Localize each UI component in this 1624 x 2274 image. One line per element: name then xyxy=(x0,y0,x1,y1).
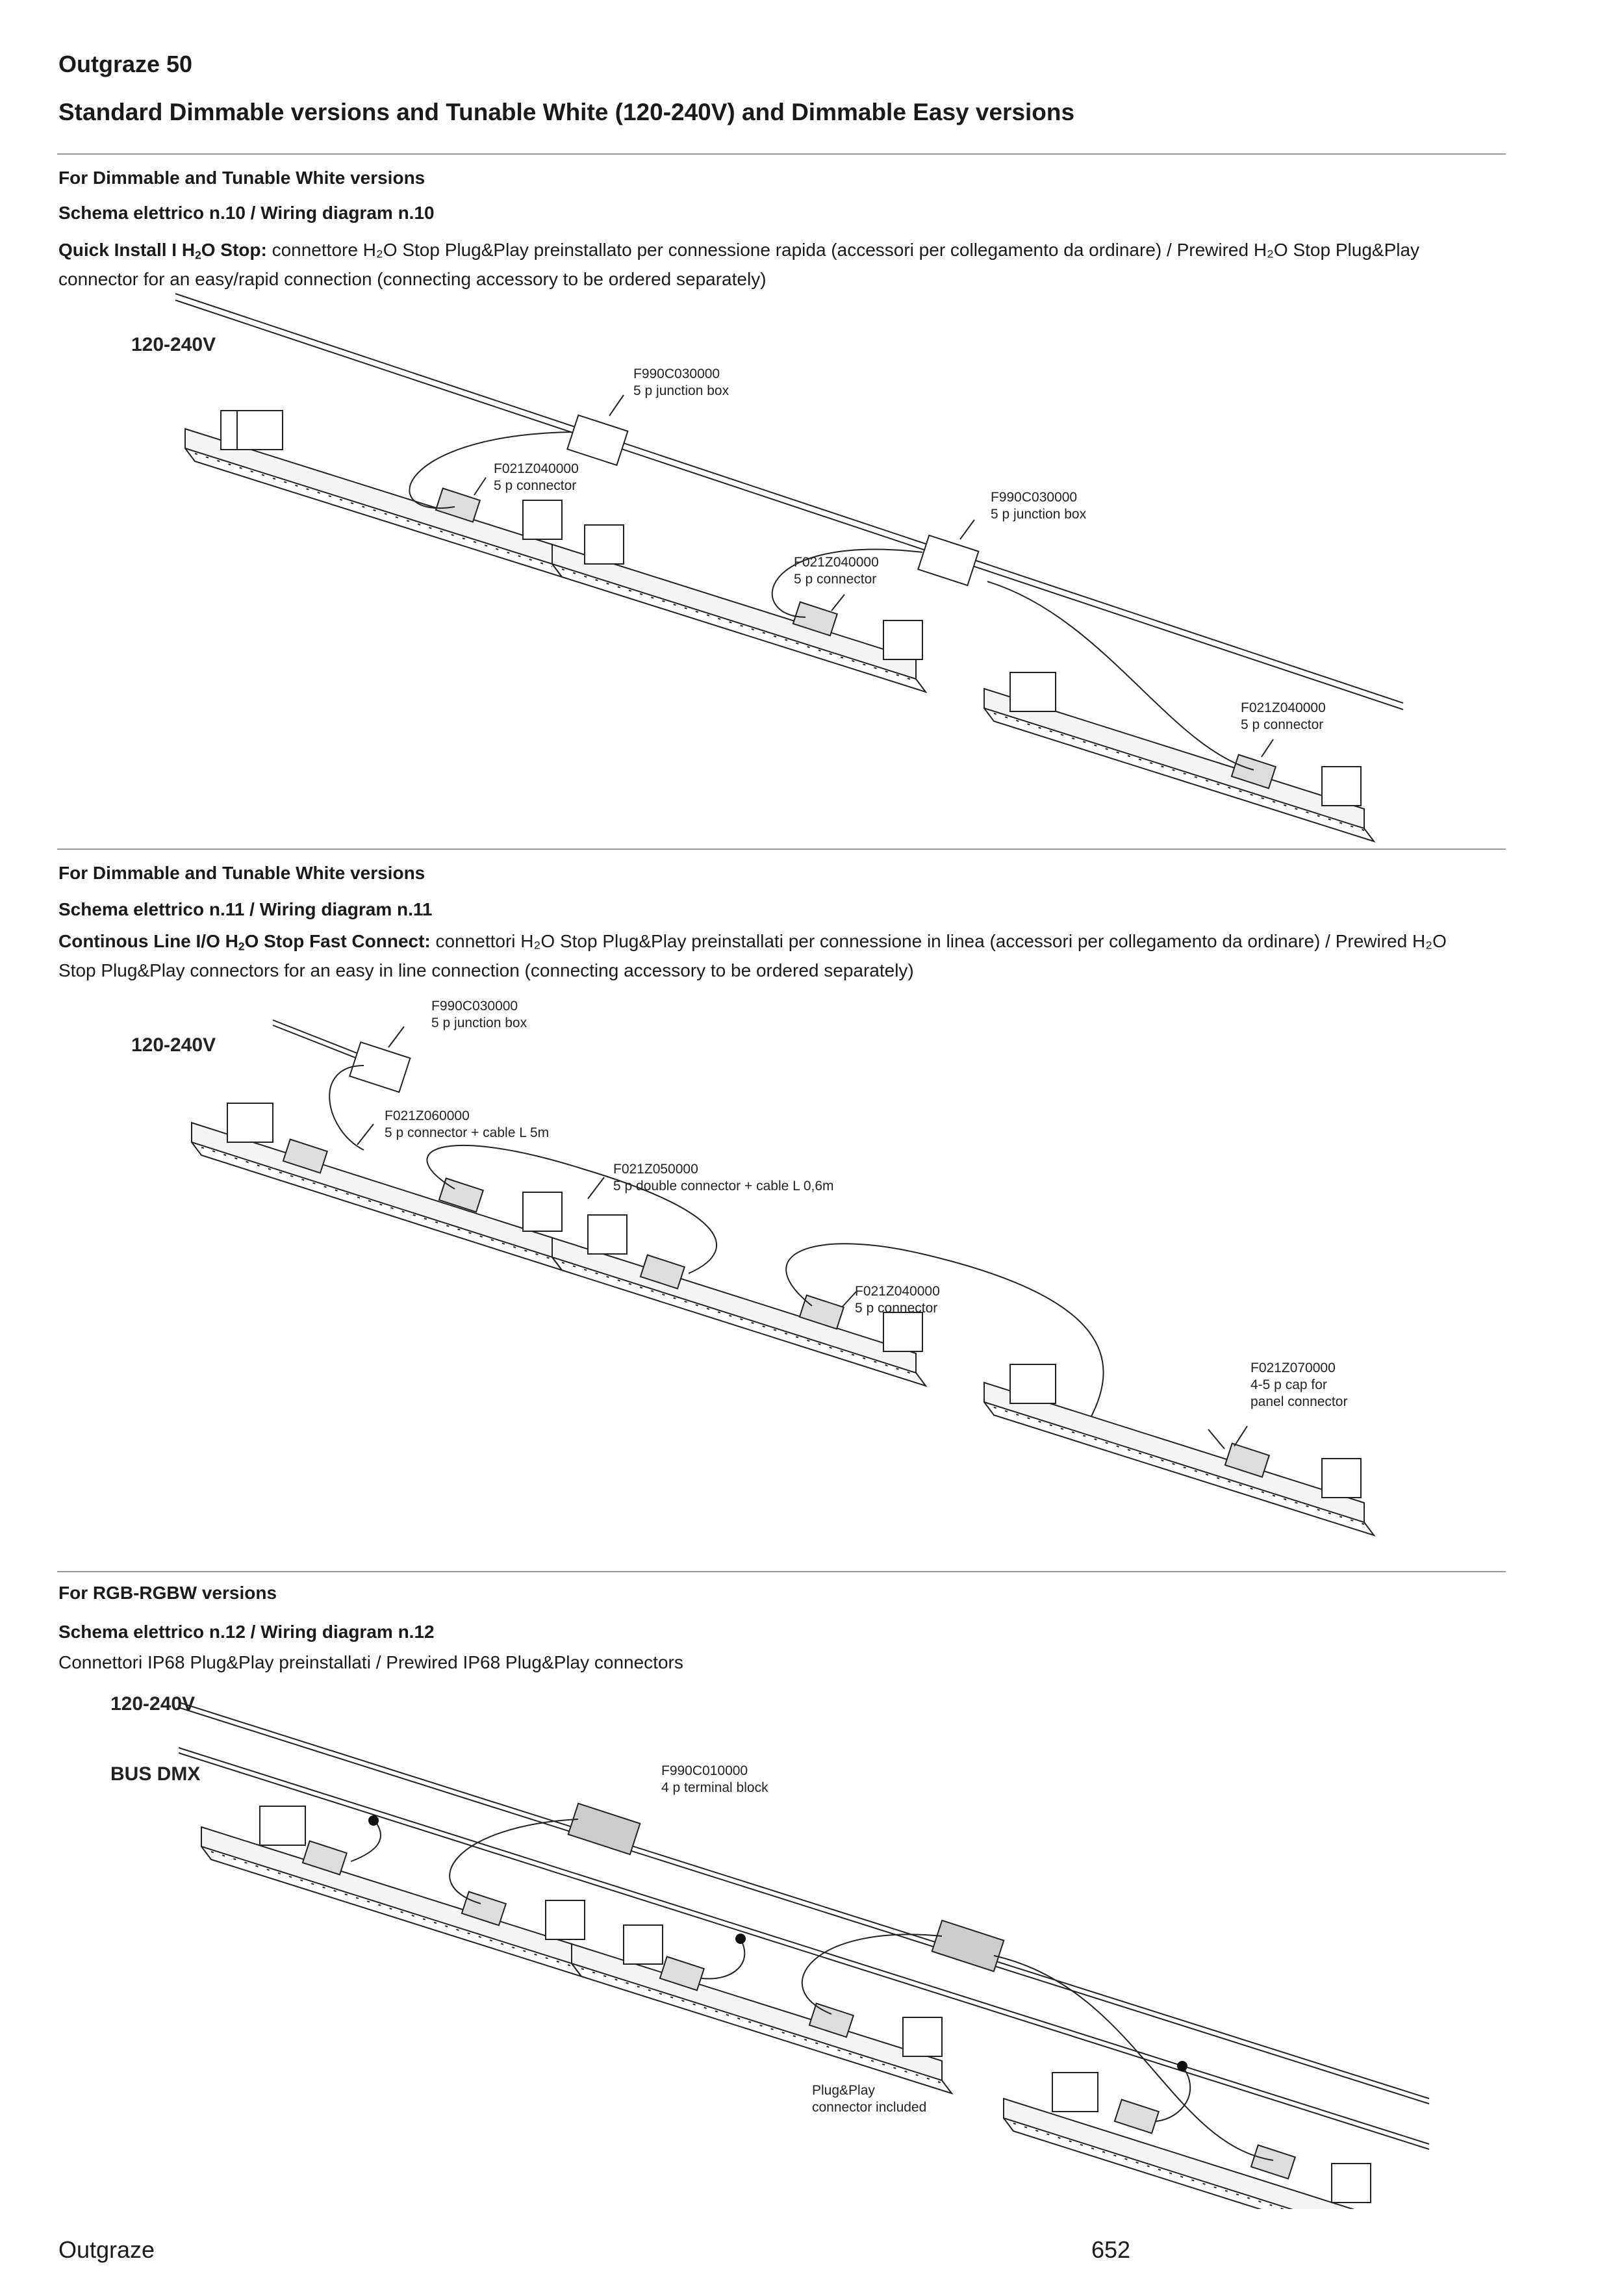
label-text: 4-5 p cap for xyxy=(1250,1377,1327,1392)
label-code: Plug&Play xyxy=(812,2083,875,2098)
wiring-diagram-11: 120-240V F990C030000 5 p junction box F0… xyxy=(131,999,1376,1537)
label-code: F021Z040000 xyxy=(855,1284,940,1299)
label-text: 5 p connector xyxy=(1241,717,1323,732)
voltage-label: 120-240V xyxy=(110,1693,195,1715)
page-number: 652 xyxy=(1091,2236,1131,2263)
page-title: Standard Dimmable versions and Tunable W… xyxy=(58,99,1075,125)
label-code: F990C030000 xyxy=(633,366,720,381)
label-code: F990C030000 xyxy=(431,999,518,1014)
bus-label: BUS DMX xyxy=(110,1763,200,1785)
label-text: 4 p terminal block xyxy=(661,1780,768,1795)
section-heading: For Dimmable and Tunable White versions xyxy=(58,863,425,883)
label-text: 5 p connector xyxy=(794,572,876,587)
label-text: connector included xyxy=(812,2100,926,2115)
label-text: 5 p junction box xyxy=(431,1016,527,1030)
label-code: F021Z040000 xyxy=(494,461,579,476)
voltage-label: 120-240V xyxy=(131,1034,216,1056)
diagram-title: Schema elettrico n.10 / Wiring diagram n… xyxy=(58,203,435,223)
label-code: F021Z060000 xyxy=(385,1108,470,1123)
label-text: 5 p junction box xyxy=(633,383,730,398)
diagram-description: Continous Line I/O H2O Stop Fast Connect… xyxy=(58,931,1447,981)
label-code: F021Z040000 xyxy=(794,555,879,570)
voltage-label: 120-240V xyxy=(131,334,216,355)
label-code: F021Z050000 xyxy=(613,1162,698,1177)
label-code: F021Z040000 xyxy=(1241,700,1326,715)
divider xyxy=(57,153,1506,155)
divider xyxy=(57,849,1506,850)
divider xyxy=(57,1571,1506,1572)
diagram-description: Quick Install I H2O Stop: connettore H₂O… xyxy=(58,240,1420,290)
label-text: 5 p connector xyxy=(855,1301,937,1316)
footer-name: Outgraze xyxy=(58,2236,155,2263)
section-heading: For RGB-RGBW versions xyxy=(58,1583,277,1603)
wiring-diagram-10: 120-240V F990C030000 5 p junction box F0… xyxy=(131,293,1404,843)
label-text: 5 p junction box xyxy=(991,507,1087,522)
label-code: F990C010000 xyxy=(661,1763,748,1778)
diagram-title: Schema elettrico n.11 / Wiring diagram n… xyxy=(58,899,433,919)
label-code: F990C030000 xyxy=(991,490,1077,505)
diagram-title: Schema elettrico n.12 / Wiring diagram n… xyxy=(58,1622,435,1642)
label-text: panel connector xyxy=(1250,1394,1347,1409)
label-text: 5 p connector + cable L 5m xyxy=(385,1125,549,1140)
wiring-diagram-12: 120-240V BUS DMX F990C010000 4 p termina… xyxy=(110,1693,1430,2209)
diagram-description: Connettori IP68 Plug&Play preinstallati … xyxy=(58,1652,683,1672)
label-text: 5 p double connector + cable L 0,6m xyxy=(613,1179,834,1194)
product-title: Outgraze 50 xyxy=(58,51,193,77)
section-heading: For Dimmable and Tunable White versions xyxy=(58,168,425,188)
label-text: 5 p connector xyxy=(494,478,576,493)
label-code: F021Z070000 xyxy=(1250,1361,1336,1375)
